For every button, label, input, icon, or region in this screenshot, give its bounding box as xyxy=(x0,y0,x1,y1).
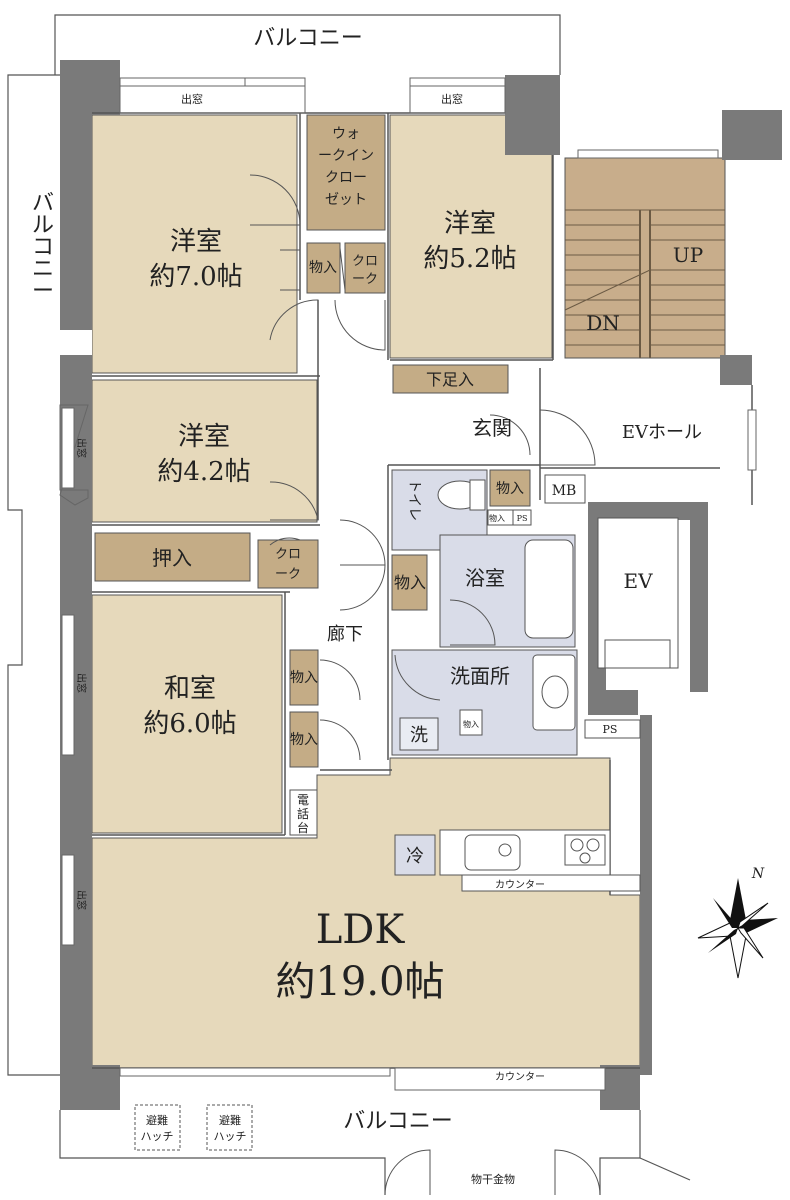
counter-balcony-label: カウンター xyxy=(495,1071,545,1083)
fridge-label: 冷 xyxy=(406,846,424,867)
stair-down-label: DN xyxy=(586,311,620,335)
storage-b-label: 物入 xyxy=(394,573,426,592)
storage-g-label: 物入 xyxy=(463,719,479,729)
counter-kitchen-label: カウンター xyxy=(495,879,545,891)
geta-area xyxy=(392,364,509,394)
storage-a-area xyxy=(306,242,341,294)
bathtub xyxy=(524,539,574,639)
storage-d-area xyxy=(289,711,319,768)
svg-text:話: 話 xyxy=(297,806,309,821)
windows xyxy=(59,77,757,1091)
closet-a-label-2: ーク xyxy=(352,272,378,287)
closet-a-area xyxy=(344,242,386,294)
stove xyxy=(564,834,606,866)
walkin-closet-area xyxy=(306,114,386,231)
japanese-room-size: 約6.0帖 xyxy=(143,709,236,739)
balcony-bottom-label: バルコニー xyxy=(343,1109,453,1134)
bay-window-label: 出窓 xyxy=(441,92,463,106)
storage-f-label: 物入 xyxy=(489,513,505,523)
western-room-7-area xyxy=(91,114,298,374)
bay-window-label: 出窓 xyxy=(75,438,88,458)
western-room-4-name: 洋室 xyxy=(178,422,230,452)
mb-label: MB xyxy=(552,483,577,499)
ldk-name: LDK xyxy=(316,907,406,953)
storage-e-label: 物入 xyxy=(496,481,524,497)
western-room-5-size: 約5.2帖 xyxy=(423,244,516,274)
fixtures xyxy=(134,479,641,1151)
svg-text:ークイン: ークイン xyxy=(318,148,374,164)
storage-b-area xyxy=(391,554,428,611)
svg-text:電: 電 xyxy=(297,793,309,807)
ldk-size: 約19.0帖 xyxy=(275,959,444,1005)
hatch-b-label-1: 避難 xyxy=(219,1113,241,1127)
stair-treads xyxy=(564,209,725,358)
japanese-room-name: 和室 xyxy=(164,674,216,704)
western-room-7-name: 洋室 xyxy=(170,227,222,257)
ps-label: PS xyxy=(517,514,528,523)
fridge-box xyxy=(394,834,436,876)
ev-hall-label: EVホール xyxy=(622,422,702,443)
storage-e-area xyxy=(489,469,531,507)
stair-up-label: UP xyxy=(673,243,703,267)
bay-window-label: 出窓 xyxy=(75,673,88,693)
ev-car xyxy=(544,474,679,669)
storage-d-label: 物入 xyxy=(290,732,318,748)
bath-label: 浴室 xyxy=(465,566,505,590)
western-room-4-area xyxy=(91,379,318,523)
oshiire-label: 押入 xyxy=(152,546,192,570)
hatch-a-label-1: 避難 xyxy=(146,1113,168,1127)
balcony-left-label: バ ル コ ニ ー xyxy=(32,191,54,304)
compass-north-label: N xyxy=(751,866,765,882)
hatch-a-label-2: ハッチ xyxy=(141,1130,174,1143)
doors xyxy=(249,174,601,1196)
balcony-outline xyxy=(7,14,691,1195)
hanger-label: 物干金物 xyxy=(471,1172,515,1186)
svg-text:台: 台 xyxy=(297,820,309,835)
western-room-5-name: 洋室 xyxy=(444,209,496,239)
closet-b-label-2: ーク xyxy=(275,567,301,582)
balcony-top-label: バルコニー xyxy=(253,26,363,51)
hatch-b xyxy=(206,1104,253,1151)
corridor-label: 廊下 xyxy=(327,624,363,645)
ev-label: EV xyxy=(623,569,653,593)
sink xyxy=(464,834,521,871)
western-room-4-size: 約4.2帖 xyxy=(157,457,250,487)
stair-area xyxy=(564,157,726,359)
walkin-closet-label: ウォ ークイン クロー ゼット xyxy=(318,126,374,208)
western-room-7-size: 約7.0帖 xyxy=(149,262,242,292)
svg-text:ル: ル xyxy=(32,213,54,238)
washer-label: 洗 xyxy=(410,725,428,746)
oshiire-area xyxy=(94,532,251,582)
svg-text:ウォ: ウォ xyxy=(332,126,360,142)
storage-c-area xyxy=(289,649,319,706)
toilet-label: トイレ xyxy=(406,479,422,521)
bay-window-label: 出窓 xyxy=(75,890,88,910)
washer-box xyxy=(399,717,439,751)
entrance-label: 玄関 xyxy=(472,416,512,440)
closet-b-label-1: クロ xyxy=(275,547,301,562)
svg-text:ニ: ニ xyxy=(32,257,54,282)
japanese-room-area xyxy=(91,594,283,834)
ps-label-2: PS xyxy=(603,723,618,736)
storage-c-label: 物入 xyxy=(290,670,318,686)
svg-text:ゼット: ゼット xyxy=(325,192,367,208)
svg-text:バ: バ xyxy=(32,191,54,216)
closet-b-area xyxy=(257,539,319,589)
western-room-5-area xyxy=(389,114,553,359)
closet-a-label-1: クロ xyxy=(352,254,378,269)
bay-window-label: 出窓 xyxy=(181,92,203,106)
hatch-b-label-2: ハッチ xyxy=(214,1130,247,1143)
washroom-label: 洗面所 xyxy=(450,664,510,688)
storage-a-label: 物入 xyxy=(309,260,337,276)
svg-text:コ: コ xyxy=(32,235,54,260)
svg-text:ー: ー xyxy=(32,279,54,304)
hatch-a xyxy=(134,1104,181,1151)
svg-text:クロー: クロー xyxy=(325,170,367,186)
geta-label: 下足入 xyxy=(426,370,474,389)
phone-stand-label: 電 話 台 xyxy=(297,793,309,835)
compass-rose xyxy=(697,878,778,979)
